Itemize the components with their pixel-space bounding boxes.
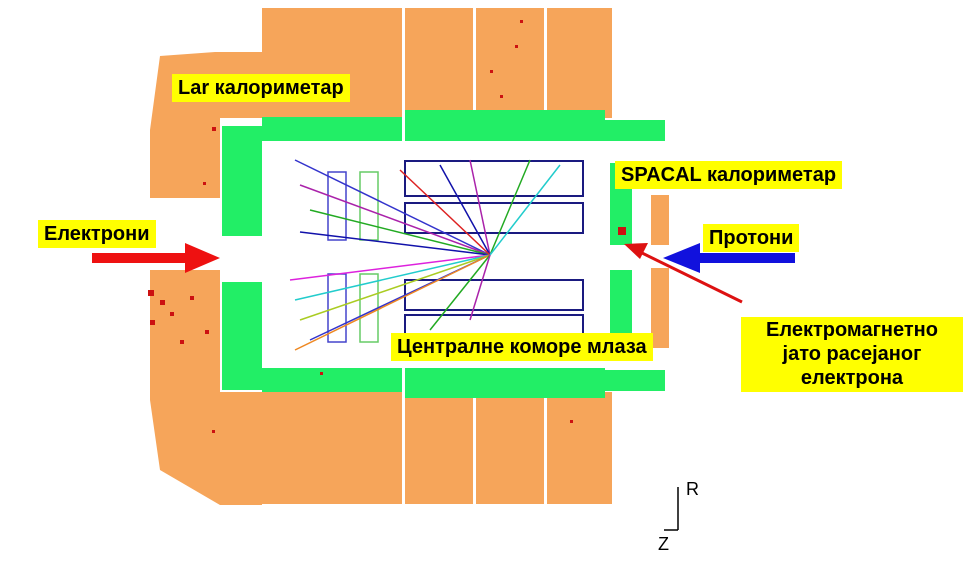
green-layers <box>222 110 665 398</box>
energy-deposits <box>148 20 626 433</box>
particle-tracks <box>289 159 561 351</box>
lar-calorimeter <box>150 8 669 505</box>
rz-axis-marker <box>664 487 679 531</box>
em-shower-line-2: јато расејаног <box>782 343 922 365</box>
axis-z-label: Z <box>658 534 669 554</box>
spacal-calorimeter-label: SPACAL калориметар <box>615 161 843 189</box>
electrons-label: Електрони <box>38 220 156 248</box>
em-shower-line-3: електрона <box>800 367 904 389</box>
axis-r-label: R <box>686 479 699 499</box>
em-shower-arrow <box>624 243 743 304</box>
proton-arrow <box>663 243 795 273</box>
em-shower-line-1: Електромагнетно <box>766 319 938 341</box>
lar-calorimeter-label: Lar калориметар <box>172 74 350 102</box>
electron-arrow <box>92 243 220 273</box>
protons-label: Протони <box>703 224 800 252</box>
em-shower-label: Електромагнетно јато расејаног електрона <box>741 317 963 392</box>
central-chambers-label: Централне коморе млаза <box>391 333 653 361</box>
